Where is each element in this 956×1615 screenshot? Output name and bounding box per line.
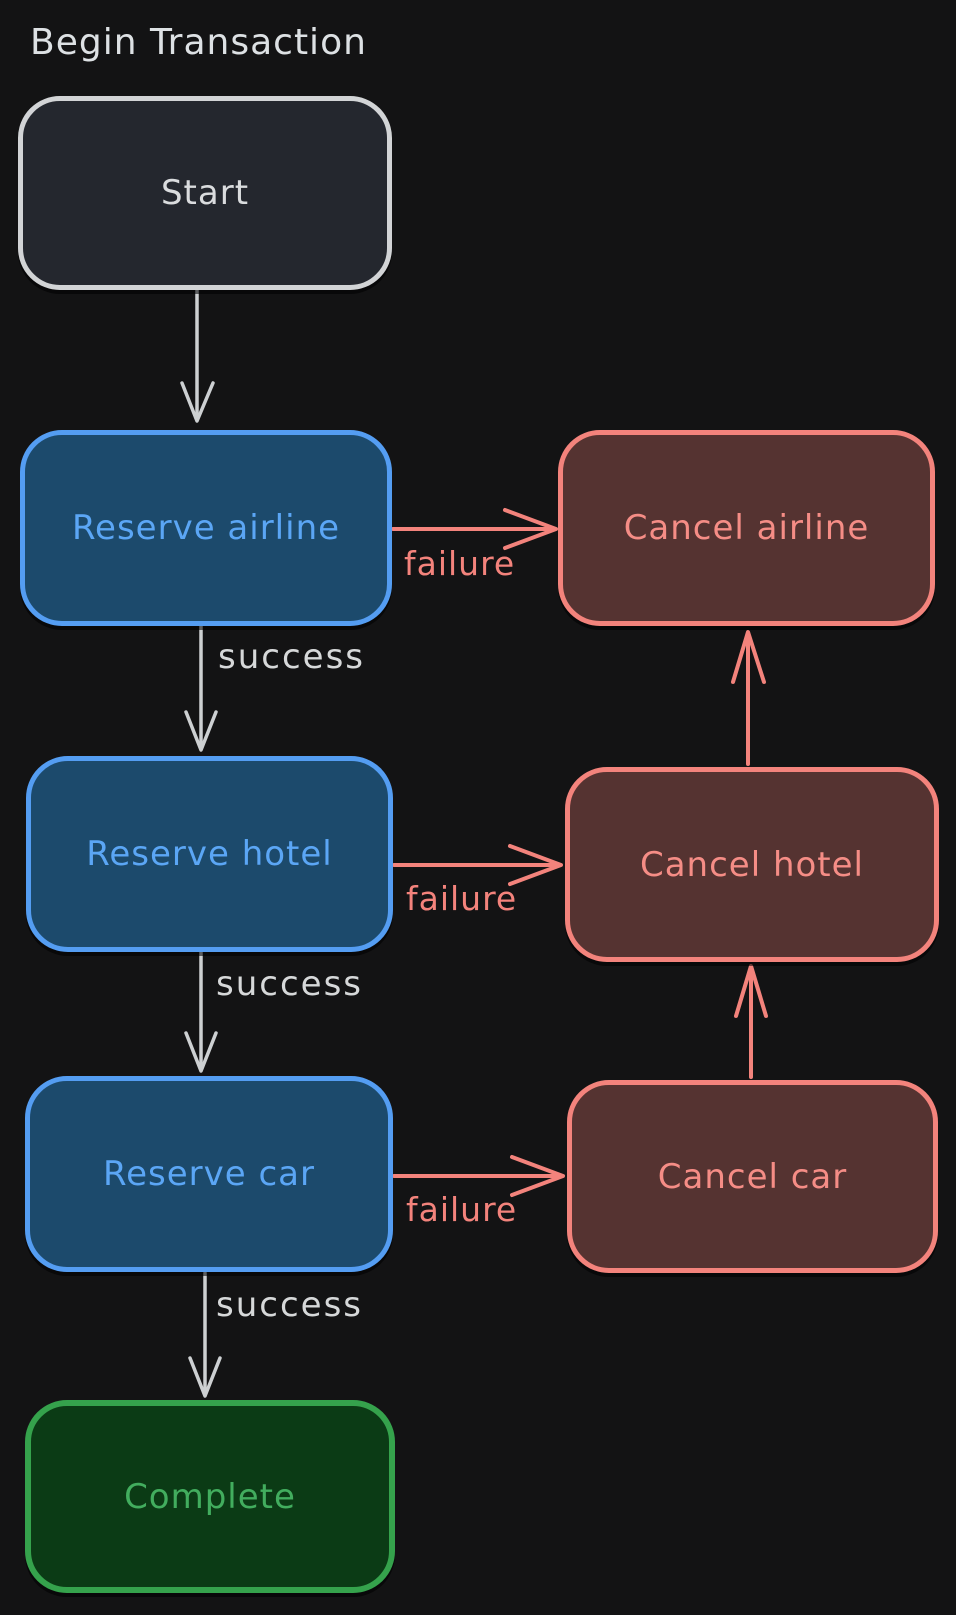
node-reserve-car-label: Reserve car: [103, 1154, 315, 1194]
node-cancel-hotel-label: Cancel hotel: [639, 844, 865, 885]
arrow-reserve-airline-to-cancel-airline: [391, 508, 558, 550]
edge-label-success-airline: success: [218, 637, 365, 677]
node-cancel-hotel: Cancel hotel: [565, 767, 939, 962]
node-cancel-airline: Cancel airline: [558, 430, 935, 626]
edge-label-failure-hotel: failure: [406, 879, 518, 918]
node-start: Start: [18, 96, 392, 290]
arrow-reserve-airline-to-reserve-hotel: [184, 624, 218, 752]
node-cancel-car-label: Cancel car: [657, 1156, 848, 1197]
edge-label-success-hotel: success: [216, 964, 363, 1004]
node-complete-label: Complete: [124, 1476, 296, 1517]
node-reserve-car: Reserve car: [25, 1076, 393, 1272]
node-reserve-airline-label: Reserve airline: [71, 508, 341, 548]
edge-label-failure-airline: failure: [404, 544, 516, 583]
node-start-label: Start: [160, 173, 250, 213]
node-reserve-airline: Reserve airline: [20, 430, 392, 626]
node-cancel-car: Cancel car: [567, 1080, 938, 1273]
arrow-cancel-car-to-cancel-hotel: [734, 964, 768, 1079]
node-reserve-hotel: Reserve hotel: [26, 756, 393, 952]
node-complete: Complete: [25, 1400, 395, 1593]
arrow-cancel-hotel-to-cancel-airline: [731, 630, 766, 766]
arrow-start-to-reserve-airline: [180, 287, 215, 423]
arrow-reserve-hotel-to-reserve-car: [184, 950, 218, 1073]
node-reserve-hotel-label: Reserve hotel: [86, 834, 333, 874]
edge-label-failure-car: failure: [406, 1190, 518, 1229]
diagram-title: Begin Transaction: [30, 22, 367, 63]
edge-label-success-car: success: [216, 1285, 363, 1325]
node-cancel-airline-label: Cancel airline: [623, 508, 870, 548]
